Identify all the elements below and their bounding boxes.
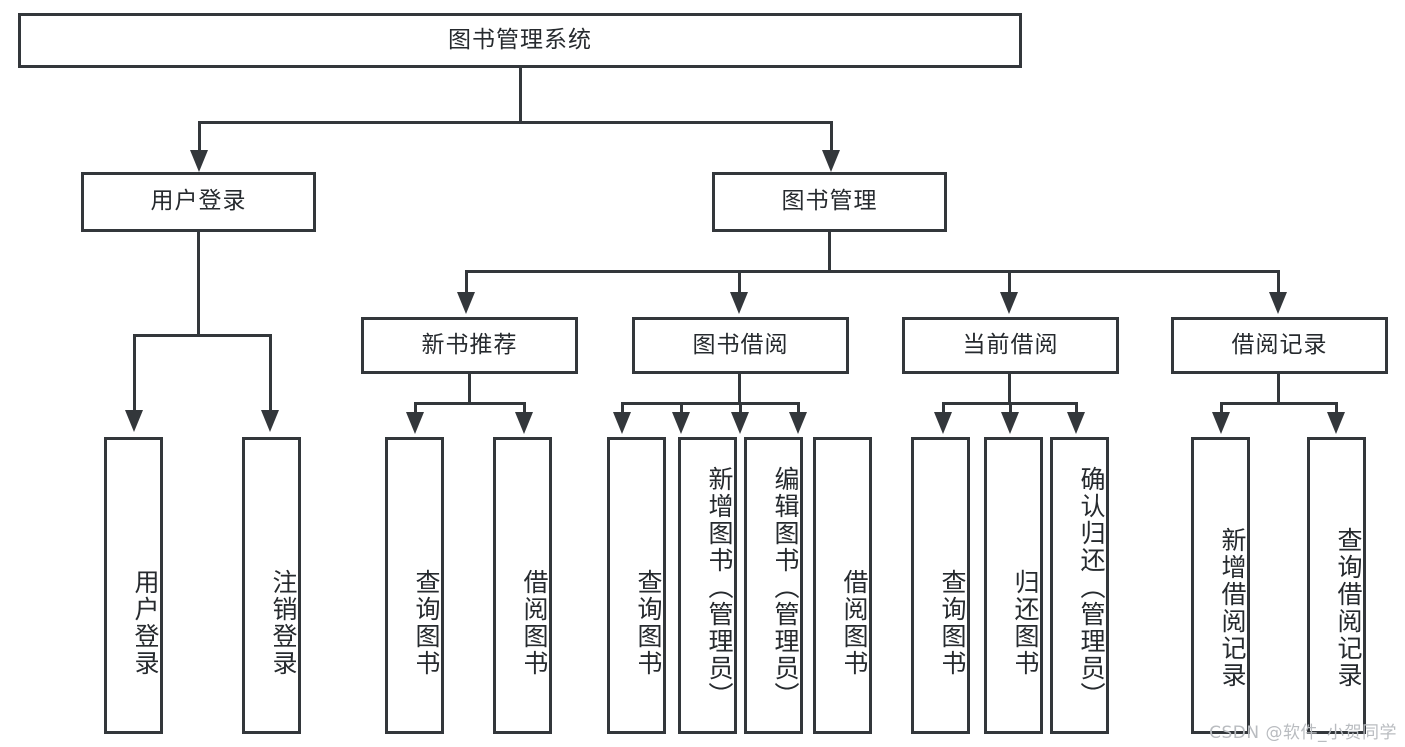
arrow-root-to-book-management: [822, 150, 840, 172]
edge-new-book-stem: [468, 374, 471, 404]
node-label: 新书推荐: [421, 331, 518, 358]
edge-book-borrow-stem: [738, 374, 741, 404]
edge-current-borrow-stem: [1008, 374, 1011, 404]
leaf-new-book-recommend-1[interactable]: 查询图书: [385, 437, 444, 734]
edge-new-book-to-leaf-1: [414, 402, 417, 420]
edge-current-borrow-to-leaf-3: [1075, 402, 1078, 420]
node-user-login[interactable]: 用户登录: [81, 172, 316, 232]
edge-book-management-bus: [465, 270, 1279, 273]
node-label: 用户登录: [131, 568, 160, 677]
node-label: 查询图书: [938, 568, 967, 677]
arrow-bm-to-book-borrow: [730, 292, 748, 314]
leaf-book-borrow-4[interactable]: 借阅图书: [813, 437, 872, 734]
leaf-new-book-recommend-2[interactable]: 借阅图书: [493, 437, 552, 734]
edge-user-login-stem: [197, 232, 200, 336]
node-label: 新增借阅记录: [1218, 526, 1247, 689]
leaf-user-login-2[interactable]: 注销登录: [242, 437, 301, 734]
leaf-current-borrow-3[interactable]: 确认归还（管理员）: [1050, 437, 1109, 734]
edge-user-login-bus: [133, 334, 271, 337]
leaf-book-borrow-1[interactable]: 查询图书: [607, 437, 666, 734]
edge-bm-to-borrow-record: [1277, 270, 1280, 302]
edge-borrow-record-to-leaf-2: [1335, 402, 1338, 420]
leaf-user-login-1[interactable]: 用户登录: [104, 437, 163, 734]
node-label: 新增图书（管理员）: [705, 466, 734, 709]
node-label: 编辑图书（管理员）: [771, 466, 800, 709]
node-label: 查询借阅记录: [1334, 526, 1363, 689]
leaf-borrow-record-2[interactable]: 查询借阅记录: [1307, 437, 1366, 734]
node-label: 图书管理: [781, 188, 878, 215]
arrow-bm-to-current-borrow: [1000, 292, 1018, 314]
edge-root-to-book-management: [830, 121, 833, 163]
edge-bm-to-new-book: [465, 270, 468, 302]
node-label: 确认归还（管理员）: [1077, 466, 1106, 709]
edge-book-borrow-bus: [621, 402, 799, 405]
node-root-book-management-system[interactable]: 图书管理系统: [18, 13, 1022, 68]
node-label: 当前借阅: [962, 331, 1059, 358]
leaf-borrow-record-1[interactable]: 新增借阅记录: [1191, 437, 1250, 734]
leaf-current-borrow-1[interactable]: 查询图书: [911, 437, 970, 734]
arrow-borrow-record-to-leaf-1: [1212, 412, 1230, 434]
edge-new-book-bus: [414, 402, 526, 405]
arrow-book-borrow-to-leaf-4: [789, 412, 807, 434]
arrow-root-to-user-login: [190, 150, 208, 172]
leaf-book-borrow-3[interactable]: 编辑图书（管理员）: [744, 437, 803, 734]
node-book-management[interactable]: 图书管理: [712, 172, 947, 232]
node-current-borrow[interactable]: 当前借阅: [902, 317, 1119, 374]
edge-borrow-record-stem: [1277, 374, 1280, 404]
node-label: 归还图书: [1011, 568, 1040, 677]
arrow-bm-to-borrow-record: [1269, 292, 1287, 314]
arrow-user-login-to-leaf-1: [125, 410, 143, 432]
node-label: 图书管理系统: [448, 26, 592, 53]
edge-root-bus: [198, 121, 833, 124]
node-label: 注销登录: [269, 568, 298, 677]
arrow-new-book-to-leaf-1: [406, 412, 424, 434]
edge-book-borrow-to-leaf-4: [797, 402, 800, 420]
edge-book-management-stem: [828, 232, 831, 272]
edge-user-login-to-leaf-1: [133, 334, 136, 416]
arrow-current-borrow-to-leaf-3: [1067, 412, 1085, 434]
arrow-user-login-to-leaf-2: [261, 410, 279, 432]
edge-book-borrow-to-leaf-2: [680, 402, 683, 420]
node-label: 查询图书: [634, 568, 663, 677]
arrow-bm-to-new-book: [457, 292, 475, 314]
node-book-borrow[interactable]: 图书借阅: [632, 317, 849, 374]
edge-root-stem: [519, 68, 522, 122]
edge-book-borrow-to-leaf-1: [621, 402, 624, 420]
leaf-current-borrow-2[interactable]: 归还图书: [984, 437, 1043, 734]
edge-root-to-user-login: [198, 121, 201, 163]
node-label: 用户登录: [150, 188, 247, 215]
edge-current-borrow-to-leaf-1: [942, 402, 945, 420]
node-borrow-record[interactable]: 借阅记录: [1171, 317, 1388, 374]
arrow-current-borrow-to-leaf-2: [1001, 412, 1019, 434]
node-label: 查询图书: [412, 568, 441, 677]
node-new-book-recommend[interactable]: 新书推荐: [361, 317, 578, 374]
edge-borrow-record-bus: [1220, 402, 1338, 405]
arrow-new-book-to-leaf-2: [515, 412, 533, 434]
node-label: 借阅图书: [520, 568, 549, 677]
node-label: 借阅图书: [840, 568, 869, 677]
arrow-book-borrow-to-leaf-2: [672, 412, 690, 434]
arrow-current-borrow-to-leaf-1: [934, 412, 952, 434]
csdn-watermark: CSDN @软件_小贺同学: [1209, 723, 1397, 743]
arrow-book-borrow-to-leaf-3: [731, 412, 749, 434]
node-label: 图书借阅: [692, 331, 789, 358]
edge-current-borrow-to-leaf-2: [1009, 402, 1012, 420]
edge-bm-to-current-borrow: [1008, 270, 1011, 302]
edge-user-login-to-leaf-2: [269, 334, 272, 416]
edge-bm-to-book-borrow: [738, 270, 741, 302]
arrow-book-borrow-to-leaf-1: [613, 412, 631, 434]
arrow-borrow-record-to-leaf-2: [1327, 412, 1345, 434]
edge-new-book-to-leaf-2: [523, 402, 526, 420]
leaf-book-borrow-2[interactable]: 新增图书（管理员）: [678, 437, 737, 734]
edge-borrow-record-to-leaf-1: [1220, 402, 1223, 420]
edge-book-borrow-to-leaf-3: [739, 402, 742, 420]
node-label: 借阅记录: [1231, 331, 1328, 358]
